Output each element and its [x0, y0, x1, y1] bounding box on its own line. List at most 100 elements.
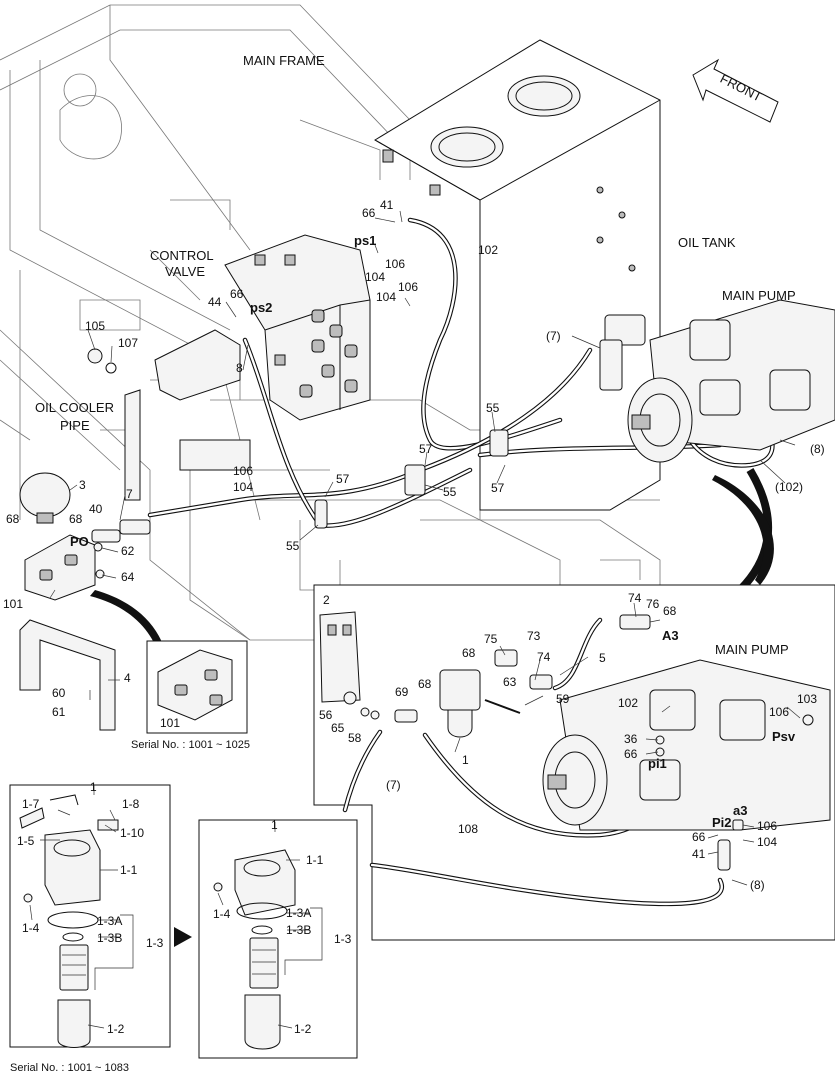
valve-block-101 — [24, 534, 96, 601]
callout: 104 — [757, 835, 777, 849]
callout: 103 — [797, 692, 817, 706]
oil-cooler-label-line1: OIL COOLER — [35, 400, 114, 415]
serial-number-filter-inset: Serial No. : 1001 ~ 1083 — [10, 1062, 129, 1074]
filter-callout: 1-5 — [17, 834, 35, 848]
port-ps2: ps2 — [250, 300, 272, 315]
callout: 74 — [537, 650, 551, 664]
callout: 8 — [236, 361, 243, 375]
filter-callout: 1-3 — [334, 932, 352, 946]
detail-pointer-arrow-icon — [712, 475, 774, 585]
callout: 68 — [418, 677, 432, 691]
callout: 41 — [692, 847, 706, 861]
hose-clamps — [314, 429, 509, 529]
port-ps1: ps1 — [354, 233, 376, 248]
callout: 58 — [348, 731, 362, 745]
callout: 105 — [85, 319, 105, 333]
port-a3-lower: a3 — [733, 803, 747, 818]
port-po: PO — [70, 534, 89, 549]
callout: 61 — [52, 705, 66, 719]
callout: 68 — [6, 512, 20, 526]
callout: (102) — [775, 480, 803, 494]
filter-callout: 1-4 — [22, 921, 40, 935]
callout: 104 — [233, 480, 253, 494]
callout: 55 — [486, 401, 500, 415]
filter-callout: 1-1 — [120, 863, 138, 877]
callout: 104 — [365, 270, 385, 284]
control-valve-label-line1: CONTROL — [150, 248, 214, 263]
callout: 66 — [692, 830, 706, 844]
valve-block-inset — [146, 640, 248, 734]
callout: 106 — [757, 819, 777, 833]
filter-callout: 1-7 — [22, 797, 40, 811]
callout: 106 — [769, 705, 789, 719]
callout: 57 — [491, 481, 505, 495]
main-pump-label-top: MAIN PUMP — [722, 288, 796, 303]
callout: 64 — [121, 570, 135, 584]
serial-number-valve-inset: Serial No. : 1001 ~ 1025 — [131, 739, 250, 751]
callout: 55 — [286, 539, 300, 553]
callout: 2 — [323, 593, 330, 607]
callout: 66 — [230, 287, 244, 301]
callout: 63 — [503, 675, 517, 689]
callout: 104 — [376, 290, 396, 304]
callout: 73 — [527, 629, 541, 643]
filter-callout: 1-2 — [294, 1022, 312, 1036]
callout: 55 — [443, 485, 457, 499]
accumulator — [19, 472, 71, 524]
main-frame-label: MAIN FRAME — [243, 53, 325, 68]
filter-assembly-inset-right — [198, 819, 358, 1059]
callout: 7 — [126, 487, 133, 501]
callout: 57 — [336, 472, 350, 486]
filter-callout: 1-2 — [107, 1022, 125, 1036]
callout: (8) — [810, 442, 825, 456]
callout: 106 — [398, 280, 418, 294]
callout: 75 — [484, 632, 498, 646]
oil-cooler-label-line2: PIPE — [60, 418, 90, 433]
callout: 106 — [233, 464, 253, 478]
callout: 106 — [385, 257, 405, 271]
callout: 44 — [208, 295, 222, 309]
callout: 36 — [624, 732, 638, 746]
callout: 101 — [3, 597, 23, 611]
callout: 69 — [395, 685, 409, 699]
callout: 59 — [556, 692, 570, 706]
callout: (7) — [386, 778, 401, 792]
main-pump-label-inset: MAIN PUMP — [715, 642, 789, 657]
front-arrow-icon — [692, 58, 779, 123]
callout: 68 — [663, 604, 677, 618]
port-pi1: pi1 — [648, 756, 667, 771]
callout: 107 — [118, 336, 138, 350]
oil-tank-label: OIL TANK — [678, 235, 736, 250]
callout: 41 — [380, 198, 394, 212]
filter-callout: 1-10 — [120, 826, 144, 840]
callout: 5 — [599, 651, 606, 665]
pump-detail-inset — [313, 584, 835, 941]
callout: 62 — [121, 544, 135, 558]
control-valve-label-line2: VALVE — [165, 264, 205, 279]
callout: 65 — [331, 721, 345, 735]
filter-callout: 1-4 — [213, 907, 231, 921]
callout: 4 — [124, 671, 131, 685]
callout: 68 — [69, 512, 83, 526]
callout: 102 — [618, 696, 638, 710]
bracket-4 — [19, 619, 116, 731]
port-psv: Psv — [772, 729, 796, 744]
filter-callout: 1-3B — [97, 931, 122, 945]
callout: 66 — [624, 747, 638, 761]
filter-arrow-icon — [174, 927, 192, 947]
filter-callout: 1-1 — [306, 853, 324, 867]
callout: 40 — [89, 502, 103, 516]
callout: 74 — [628, 591, 642, 605]
filter-callout: 1-3A — [286, 906, 311, 920]
callout: 102 — [478, 243, 498, 257]
filter-callout: 1-3 — [146, 936, 164, 950]
callout: 56 — [319, 708, 333, 722]
callout: 3 — [79, 478, 86, 492]
filter-callout: 1-3B — [286, 923, 311, 937]
callout: 108 — [458, 822, 478, 836]
filter-assembly-inset-left — [9, 784, 171, 1048]
diagram-labels: MAIN FRAME FRONT OIL TANK MAIN PUMP CONT… — [3, 53, 825, 1074]
callout: 101 — [160, 716, 180, 730]
fittings-po — [91, 519, 151, 579]
